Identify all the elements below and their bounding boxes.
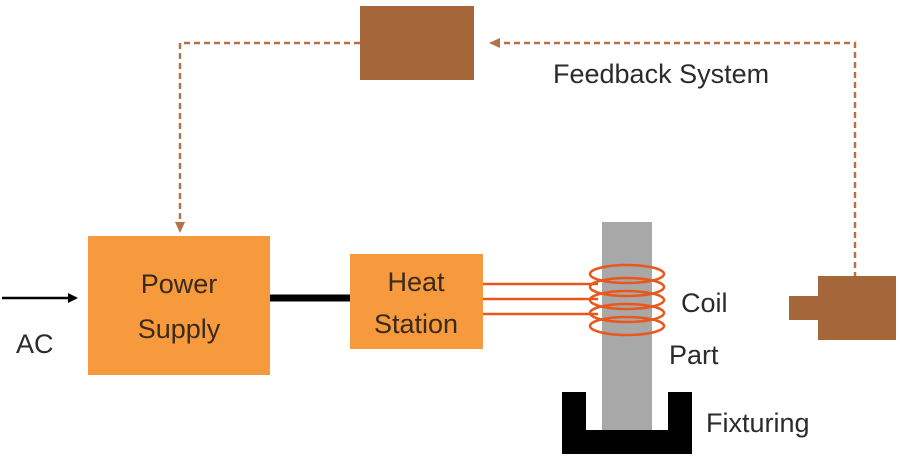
fixturing-label: Fixturing	[706, 408, 810, 438]
coil-label: Coil	[681, 288, 728, 318]
ac-label: AC	[16, 329, 54, 359]
sensor-block	[789, 276, 896, 340]
power-supply-label-line2: Supply	[138, 314, 221, 344]
heat-station-label-line2: Station	[374, 309, 458, 339]
feedback-controller-block	[360, 6, 474, 80]
power-supply-block	[88, 236, 270, 375]
feedback-loop	[175, 38, 857, 278]
sensor-body	[818, 276, 896, 340]
power-supply-label-line1: Power	[141, 269, 218, 299]
feedback-line-right	[489, 38, 857, 278]
feedback-system-label: Feedback System	[553, 59, 769, 89]
sensor-nozzle	[789, 296, 821, 320]
part-label: Part	[669, 340, 719, 370]
coil-leads	[483, 282, 598, 316]
feedback-line-left	[175, 41, 360, 233]
heat-station-label-line1: Heat	[387, 267, 445, 297]
induction-coil	[588, 263, 666, 337]
heat-station-block	[350, 254, 483, 349]
fixture-holder	[562, 392, 692, 454]
